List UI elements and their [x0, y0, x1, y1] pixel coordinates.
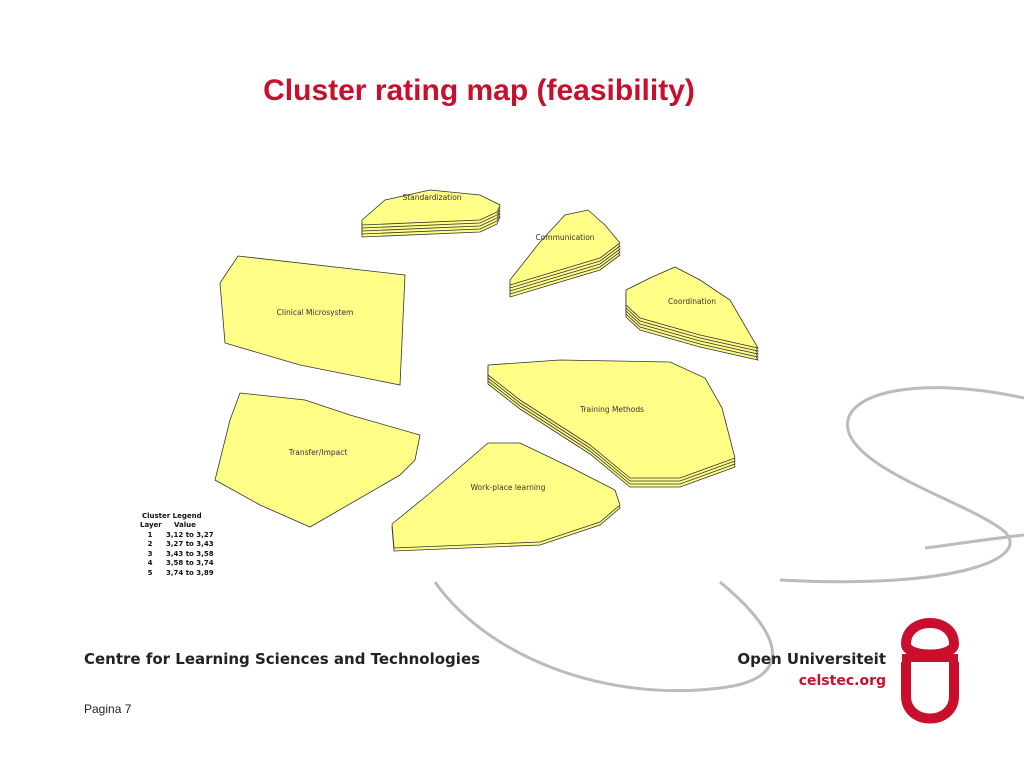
cluster-training-methods: Training Methods: [487, 359, 736, 488]
legend-row: 1 3,12 to 3,27: [134, 531, 214, 541]
legend-layer: 2: [147, 540, 153, 548]
legend-row: 3 3,43 to 3,58: [134, 550, 214, 560]
cluster-transfer-impact: Transfer/Impact: [214, 392, 421, 528]
cluster-layer-polygon: [487, 359, 736, 479]
footer-org-name: Centre for Learning Sciences and Technol…: [84, 650, 481, 668]
legend-layer: 1: [147, 530, 153, 539]
cluster-label: Work-place learning: [471, 483, 546, 492]
cluster-label: Coordination: [668, 297, 716, 306]
cluster-standardization: Standardization: [361, 189, 501, 238]
cluster-label: Transfer/Impact: [288, 448, 348, 457]
decorative-swooshes: [433, 386, 1024, 693]
legend-col-layer: Layer: [140, 521, 162, 529]
cluster-clinical-microsystem: Clinical Microsystem: [219, 255, 406, 386]
cluster-layer-polygon: [214, 392, 421, 528]
legend-col-value: Value: [174, 521, 196, 529]
cluster-layer-polygon: [625, 266, 759, 349]
legend-layer: 4: [147, 559, 153, 567]
legend-row: 4 3,58 to 3,74: [134, 559, 214, 569]
cluster-layer-polygon: [219, 255, 406, 386]
brand-name: Open Universiteit: [737, 650, 886, 668]
cluster-label: Standardization: [402, 193, 461, 202]
legend-value: 3,74 to 3,89: [166, 568, 214, 577]
page-number: Pagina 7: [84, 702, 132, 716]
cluster-layer-polygon: [361, 189, 501, 226]
legend-row: 2 3,27 to 3,43: [134, 540, 214, 550]
legend-layer: 5: [147, 568, 153, 577]
cluster-layer-polygon: [391, 442, 621, 549]
slide-title: Cluster rating map (feasibility): [263, 74, 695, 107]
cluster-work-place-learning: Work-place learning: [391, 442, 621, 552]
cluster-coordination: Coordination: [625, 266, 759, 361]
brand-site: celstec.org: [798, 673, 886, 689]
cluster-legend: Cluster Legend Layer Value 1 3,12 to 3,2…: [134, 512, 214, 578]
legend-value: 3,27 to 3,43: [166, 540, 214, 548]
cluster-label: Training Methods: [579, 405, 644, 414]
cluster-communication: Communication: [509, 209, 621, 298]
legend-value: 3,12 to 3,27: [166, 530, 214, 539]
cluster-layer-polygon: [509, 209, 621, 286]
cluster-label: Communication: [535, 233, 594, 242]
legend-title: Cluster Legend: [142, 512, 202, 520]
legend-row: 5 3,74 to 3,89: [134, 569, 214, 579]
cluster-label: Clinical Microsystem: [277, 308, 354, 317]
ou-logo-icon: [900, 618, 960, 724]
legend-layer: 3: [147, 549, 153, 558]
legend-header: Layer Value: [134, 521, 214, 531]
legend-value: 3,58 to 3,74: [166, 559, 214, 567]
legend-value: 3,43 to 3,58: [166, 549, 214, 558]
